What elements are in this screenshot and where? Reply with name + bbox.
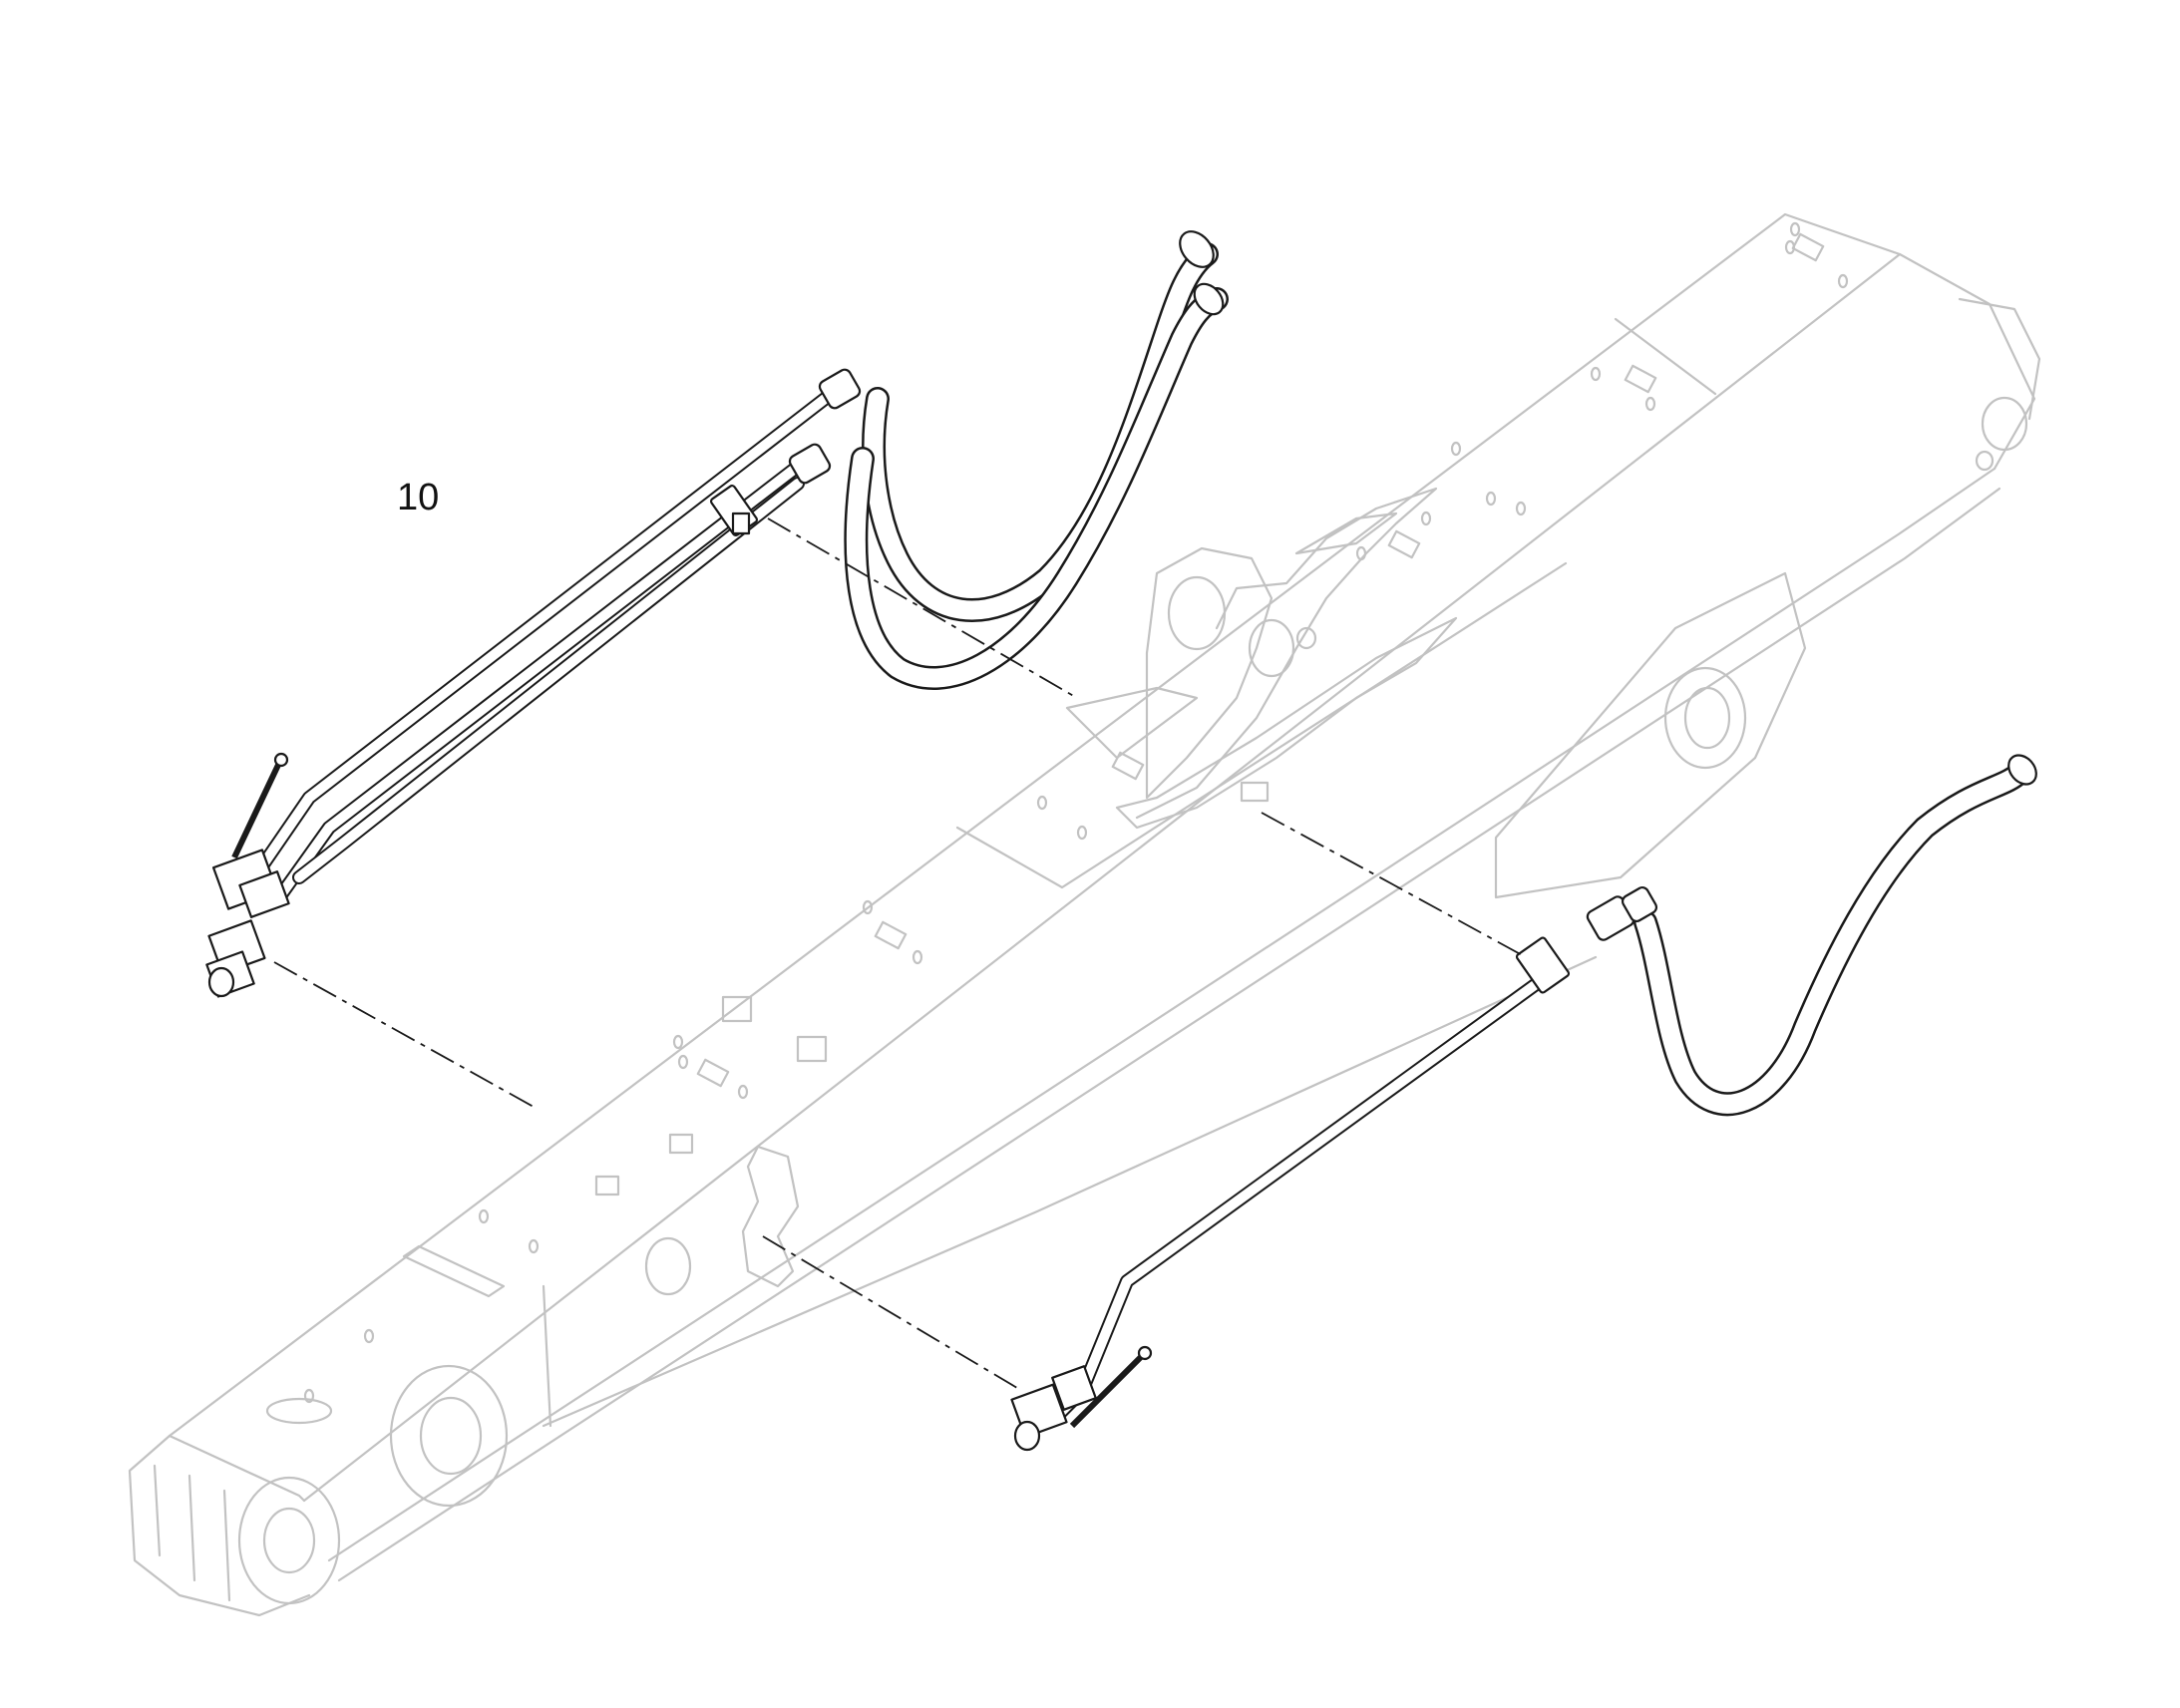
right-steel-tube [1050,970,1553,1423]
boom-structure [128,212,2041,1617]
tube-clamp [1515,936,1571,994]
boom-mid-edge [542,955,1598,1428]
callout-label-10: 10 [397,477,440,518]
leader-line [1261,812,1527,958]
side-opening [1494,571,1807,899]
valve-handle [231,761,282,859]
valve-handle [1069,1353,1145,1429]
boom-end-block [128,1434,311,1617]
side-cutout [741,1145,800,1288]
boom-upper-side [302,252,1902,1503]
left-hose-assembly [205,230,1229,998]
leader-lines [273,517,1527,1392]
ball-valve-right [1010,1345,1153,1452]
bolt-holes [303,221,1849,1404]
boom-lower-edge-inner [337,487,2001,1582]
elbow-coupling [818,368,862,410]
boom-lower-edge [327,467,1997,1562]
cylinder-bracket [1145,546,1273,800]
ball-valve-left [205,752,290,998]
leader-line [767,517,1078,699]
right-flex-hose [1634,761,2031,1117]
rear-pivot-boss [237,1476,341,1605]
leader-line [273,961,535,1108]
upper-flex-hose [862,242,1219,622]
right-hose-assembly [1010,754,2037,1452]
leader-line [762,1235,1023,1392]
mid-pivot-boss [389,1364,509,1508]
hose-end-fitting [1179,230,1215,268]
hose-end-fitting [2007,754,2037,786]
boom-top-edge [168,212,2036,1438]
